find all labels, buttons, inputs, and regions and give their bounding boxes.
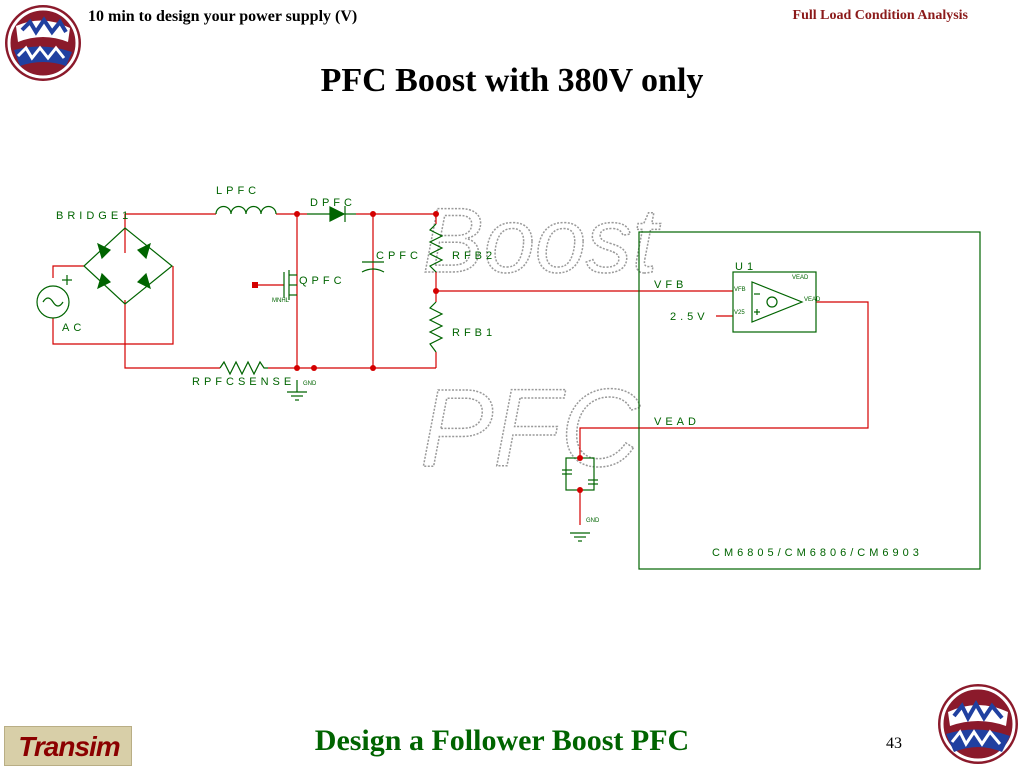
label-opamp-vfb: VFB — [734, 287, 746, 293]
watermark-boost: Boost — [422, 190, 661, 292]
transim-logo: Transim — [4, 726, 132, 766]
label-rfb1: RFB1 — [452, 327, 496, 339]
header-right-text: Full Load Condition Analysis — [792, 8, 968, 23]
label-rfb2: RFB2 — [452, 250, 496, 262]
slide-title: PFC Boost with 380V only — [320, 62, 704, 99]
label-gnd2: GND — [586, 518, 600, 524]
watermark-pfc: PFC — [420, 367, 642, 490]
label-vead: VEAD — [654, 416, 700, 428]
label-lpfc: LPFC — [216, 185, 260, 197]
champion-logo — [5, 5, 81, 81]
label-dpfc: DPFC — [310, 197, 356, 209]
label-ic-part: CM6805/CM6806/CM6903 — [712, 547, 923, 559]
label-qpfc: QPFC — [299, 275, 346, 287]
label-opamp-v25: V25 — [734, 310, 745, 316]
label-vref: 2.5V — [670, 311, 709, 323]
ic-box — [638, 231, 981, 570]
wires — [52, 213, 869, 525]
page-number: 43 — [886, 735, 902, 752]
label-bridge: BRIDGE1 — [56, 210, 132, 222]
label-opamp-out: VEAD — [804, 297, 821, 303]
label-gnd: GND — [303, 381, 317, 387]
label-mosfet-model: MNHL — [272, 298, 290, 304]
pfc-schematic: Boost PFC — [36, 185, 981, 570]
label-cpfc: CPFC — [376, 250, 422, 262]
label-rpfcsense: RPFCSENSE — [192, 376, 295, 388]
junctions — [252, 211, 583, 493]
label-opamp-vead: VEAD — [792, 275, 809, 281]
transim-logo-text: Transim — [18, 731, 120, 762]
fairchild-logo — [938, 684, 1018, 764]
header-left-text: 10 min to design your power supply (V) — [88, 8, 358, 25]
label-vfb: VFB — [654, 279, 687, 291]
footer-title: Design a Follower Boost PFC — [314, 724, 690, 757]
label-ac-source: AC — [62, 322, 85, 334]
label-u1: U1 — [735, 261, 757, 273]
